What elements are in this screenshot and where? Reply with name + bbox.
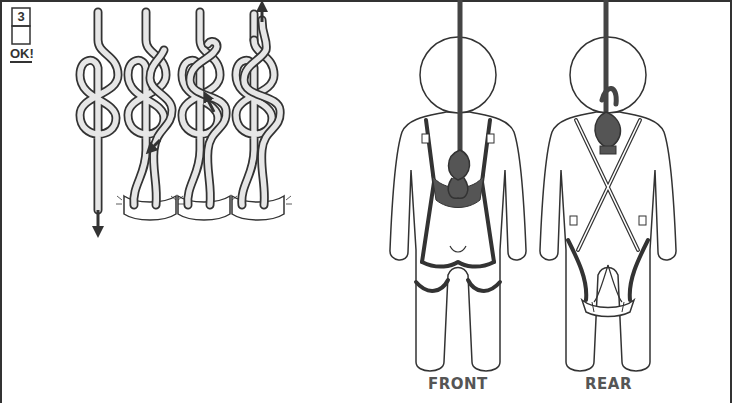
view-label: FRONT	[428, 377, 488, 392]
ok-mark: OK!	[10, 47, 32, 63]
step-number: 3	[12, 8, 30, 26]
view-label: REAR	[585, 377, 632, 392]
